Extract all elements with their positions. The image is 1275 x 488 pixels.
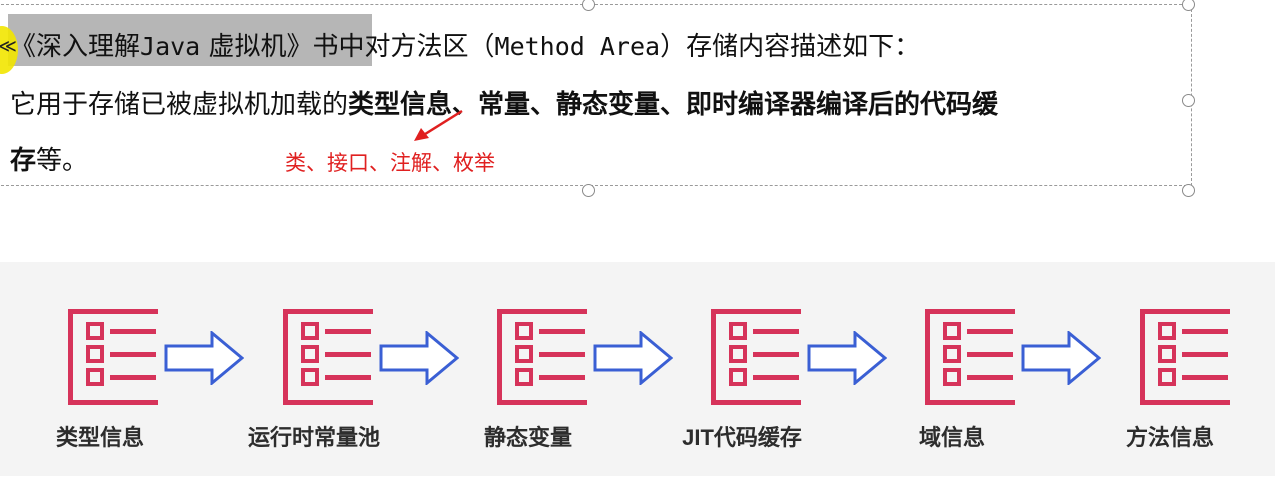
red-annotation-arrow-icon bbox=[414, 109, 463, 141]
flow-item-label: 静态变量 bbox=[483, 425, 572, 450]
flow-diagram-panel: 类型信息 运行时常量池 静态变量 JIT代码缓存 域信息 方法信息 bbox=[0, 262, 1275, 476]
right-arrow-icon bbox=[1021, 329, 1102, 389]
document-list-icon bbox=[68, 309, 160, 405]
method-area-term: Method Area bbox=[494, 32, 661, 61]
line1-text-a: 书中对方法区（ bbox=[312, 32, 495, 62]
document-list-icon bbox=[711, 309, 803, 405]
document-list-icon bbox=[283, 309, 375, 405]
annotation-text: 类、接口、注解、枚举 bbox=[285, 151, 495, 175]
line3-bold-text: 存 bbox=[10, 146, 37, 176]
line1-text-b: ）存储内容描述如下： bbox=[660, 32, 921, 62]
right-arrow-icon bbox=[593, 329, 674, 389]
document-list-icon bbox=[497, 309, 589, 405]
flow-item-label: 域信息 bbox=[918, 425, 985, 450]
right-arrow-icon bbox=[807, 329, 888, 389]
cursor-glyph: ≪ bbox=[0, 36, 17, 57]
document-list-icon bbox=[925, 309, 1017, 405]
book-title-java: Java bbox=[140, 32, 201, 61]
cursor-highlight-icon bbox=[0, 26, 18, 74]
paragraph-line-1[interactable]: 《深入理解Java 虚拟机》书中对方法区（Method Area）存储内容描述如… bbox=[10, 26, 920, 63]
flow-item-label: JIT代码缓存 bbox=[682, 425, 802, 450]
flow-item-label: 类型信息 bbox=[55, 425, 144, 450]
document-list-icon bbox=[1140, 309, 1232, 405]
right-arrow-icon bbox=[164, 329, 245, 389]
selected-text-box[interactable] bbox=[0, 0, 1195, 197]
text-selection-highlight bbox=[8, 14, 372, 66]
book-title-prefix: 《深入理解 bbox=[10, 32, 141, 62]
resize-handle-bottom[interactable] bbox=[582, 184, 595, 197]
line3-normal-text: 等。 bbox=[36, 146, 89, 176]
resize-handle-bottom-right[interactable] bbox=[1182, 184, 1195, 197]
paragraph-line-3[interactable]: 存等。 bbox=[10, 140, 88, 177]
resize-handle-right[interactable] bbox=[1182, 94, 1195, 107]
resize-handle-top[interactable] bbox=[582, 0, 595, 11]
flow-item-label: 方法信息 bbox=[1125, 425, 1214, 450]
book-title-rest: 虚拟机》 bbox=[200, 32, 313, 62]
right-arrow-icon bbox=[379, 329, 460, 389]
flow-item-label: 运行时常量池 bbox=[247, 425, 380, 450]
paragraph-line-2[interactable]: 它用于存储已被虚拟机加载的类型信息、常量、静态变量、即时编译器编译后的代码缓 bbox=[10, 84, 998, 121]
resize-handle-top-right[interactable] bbox=[1182, 0, 1195, 11]
line2-normal-text: 它用于存储已被虚拟机加载的 bbox=[10, 90, 349, 120]
